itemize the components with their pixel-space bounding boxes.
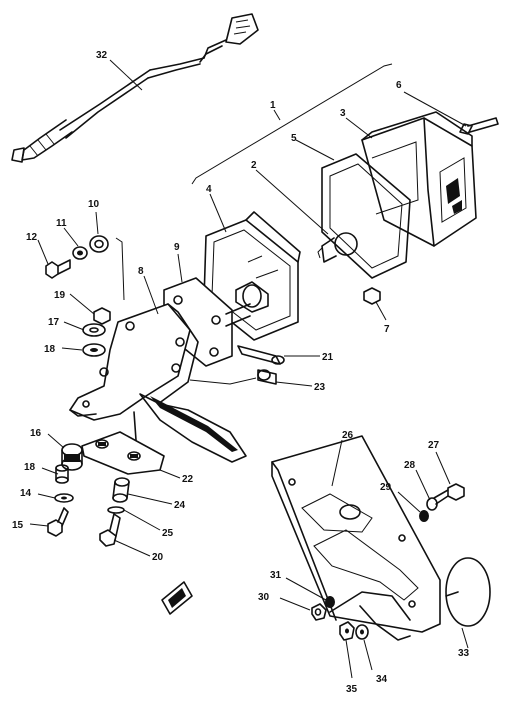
label-10: 10	[88, 199, 100, 210]
reflector-clip-part	[161, 581, 193, 615]
round-reflector-part	[445, 557, 491, 627]
label-2: 2	[251, 160, 257, 171]
bulb-part	[317, 232, 358, 263]
lamp-base-plate-part	[203, 211, 301, 341]
label-30: 30	[258, 592, 270, 603]
label-33: 33	[458, 648, 470, 659]
label-31: 31	[270, 570, 282, 581]
label-32: 32	[96, 50, 108, 61]
plate-part-22	[81, 411, 165, 475]
lens-screw-part	[459, 117, 499, 135]
license-bracket-part	[271, 435, 441, 641]
label-34: 34	[376, 674, 388, 685]
wire-harness-part	[11, 13, 259, 163]
label-7: 7	[384, 324, 390, 335]
label-18-top: 18	[44, 344, 56, 355]
label-28: 28	[404, 460, 416, 471]
nut-part-35	[339, 621, 355, 641]
label-12: 12	[26, 232, 38, 243]
label-8: 8	[138, 266, 144, 277]
label-26: 26	[342, 430, 354, 441]
label-6: 6	[396, 80, 402, 91]
washer-part-28	[426, 497, 438, 511]
label-27: 27	[428, 440, 440, 451]
label-20: 20	[152, 552, 164, 563]
collar-part-18	[55, 464, 69, 484]
label-35: 35	[346, 684, 358, 695]
label-17: 17	[48, 317, 60, 328]
assembly-bracket-line	[191, 63, 393, 185]
label-19: 19	[54, 290, 66, 301]
washer-part-14	[54, 493, 74, 503]
main-bracket-part	[69, 303, 257, 463]
label-5: 5	[291, 133, 297, 144]
label-22: 22	[182, 474, 194, 485]
socket-part-21	[237, 345, 285, 365]
washer-part-31	[325, 596, 335, 608]
label-14: 14	[20, 488, 32, 499]
washer-part-18-top	[82, 343, 106, 357]
collar-part-24	[112, 477, 130, 503]
label-15: 15	[12, 520, 24, 531]
label-1: 1	[270, 100, 276, 111]
label-21: 21	[322, 352, 334, 363]
tail-lens-housing-part	[361, 111, 477, 247]
washer-part-25	[107, 506, 125, 514]
grommet-part-10	[89, 235, 109, 253]
nut-7-part	[363, 287, 381, 305]
bolt-part-12	[45, 237, 125, 301]
washer-part-11	[72, 246, 88, 260]
bolt-part-20	[99, 513, 121, 547]
part-labels: 32 1 3 6 5 2 4 10 11 12 9 8 7 19 17 18 2…	[12, 50, 470, 695]
bolt-part-15	[47, 507, 69, 537]
washer-part-17	[82, 323, 106, 337]
washer-part-29	[419, 510, 429, 522]
label-3: 3	[340, 108, 346, 119]
label-29: 29	[380, 482, 392, 493]
washer-part-34	[355, 624, 369, 640]
label-11: 11	[56, 218, 67, 229]
nut-part-19	[93, 307, 111, 325]
lens-gasket-part	[321, 153, 411, 279]
bolt-part-27	[433, 483, 465, 505]
label-9: 9	[174, 242, 180, 253]
nut-part-30	[311, 603, 327, 621]
label-4: 4	[206, 184, 212, 195]
label-23: 23	[314, 382, 326, 393]
leader-lines	[29, 59, 469, 679]
socket-part-23	[257, 369, 277, 385]
label-16: 16	[30, 428, 42, 439]
label-18: 18	[24, 462, 36, 473]
damper-part-16	[61, 443, 83, 471]
label-25: 25	[162, 528, 174, 539]
label-24: 24	[174, 500, 186, 511]
